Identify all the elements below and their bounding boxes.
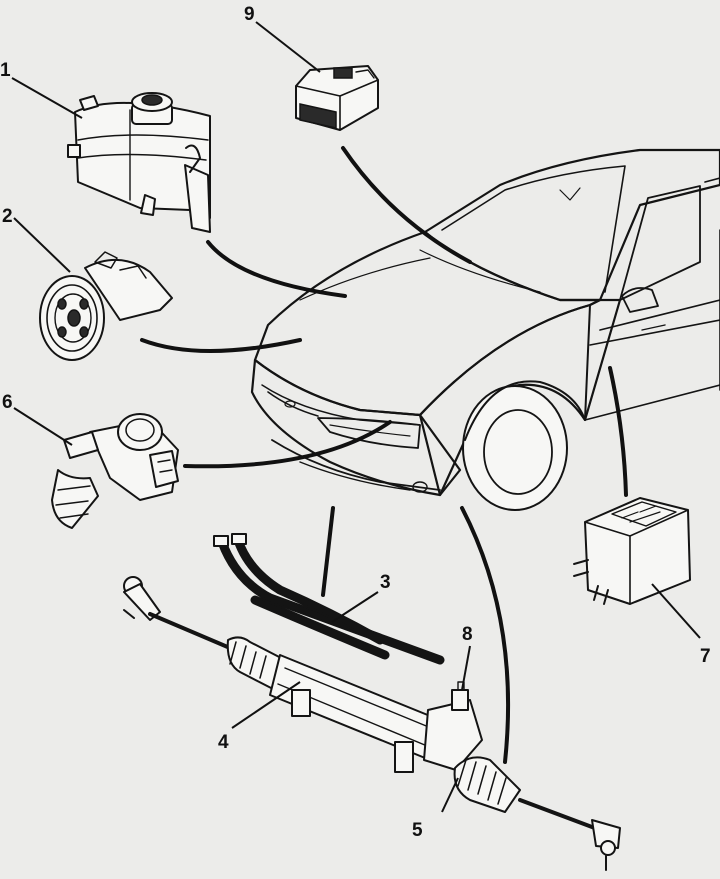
label-1: 1 [0,60,11,81]
callout-labels: 1 2 3 4 5 6 7 8 9 [0,4,711,841]
connector-plug-icon [295,65,379,131]
label-6: 6 [2,392,13,413]
sensor-valve-icon [51,413,179,529]
leader-lines [11,21,701,813]
label-3: 3 [380,572,391,593]
relay-box-icon [573,497,691,605]
reservoir-tank-icon [67,92,211,233]
steering-rack-icon [123,576,621,871]
hydraulic-pipes-icon [213,533,445,665]
pump-pulley-icon [39,251,173,361]
label-5: 5 [412,820,423,841]
label-2: 2 [2,206,13,227]
connector-lines [140,146,628,764]
label-7: 7 [700,646,711,667]
label-4: 4 [218,732,229,753]
label-8: 8 [462,624,473,645]
car-illustration-icon [250,148,720,511]
label-9: 9 [244,4,255,25]
